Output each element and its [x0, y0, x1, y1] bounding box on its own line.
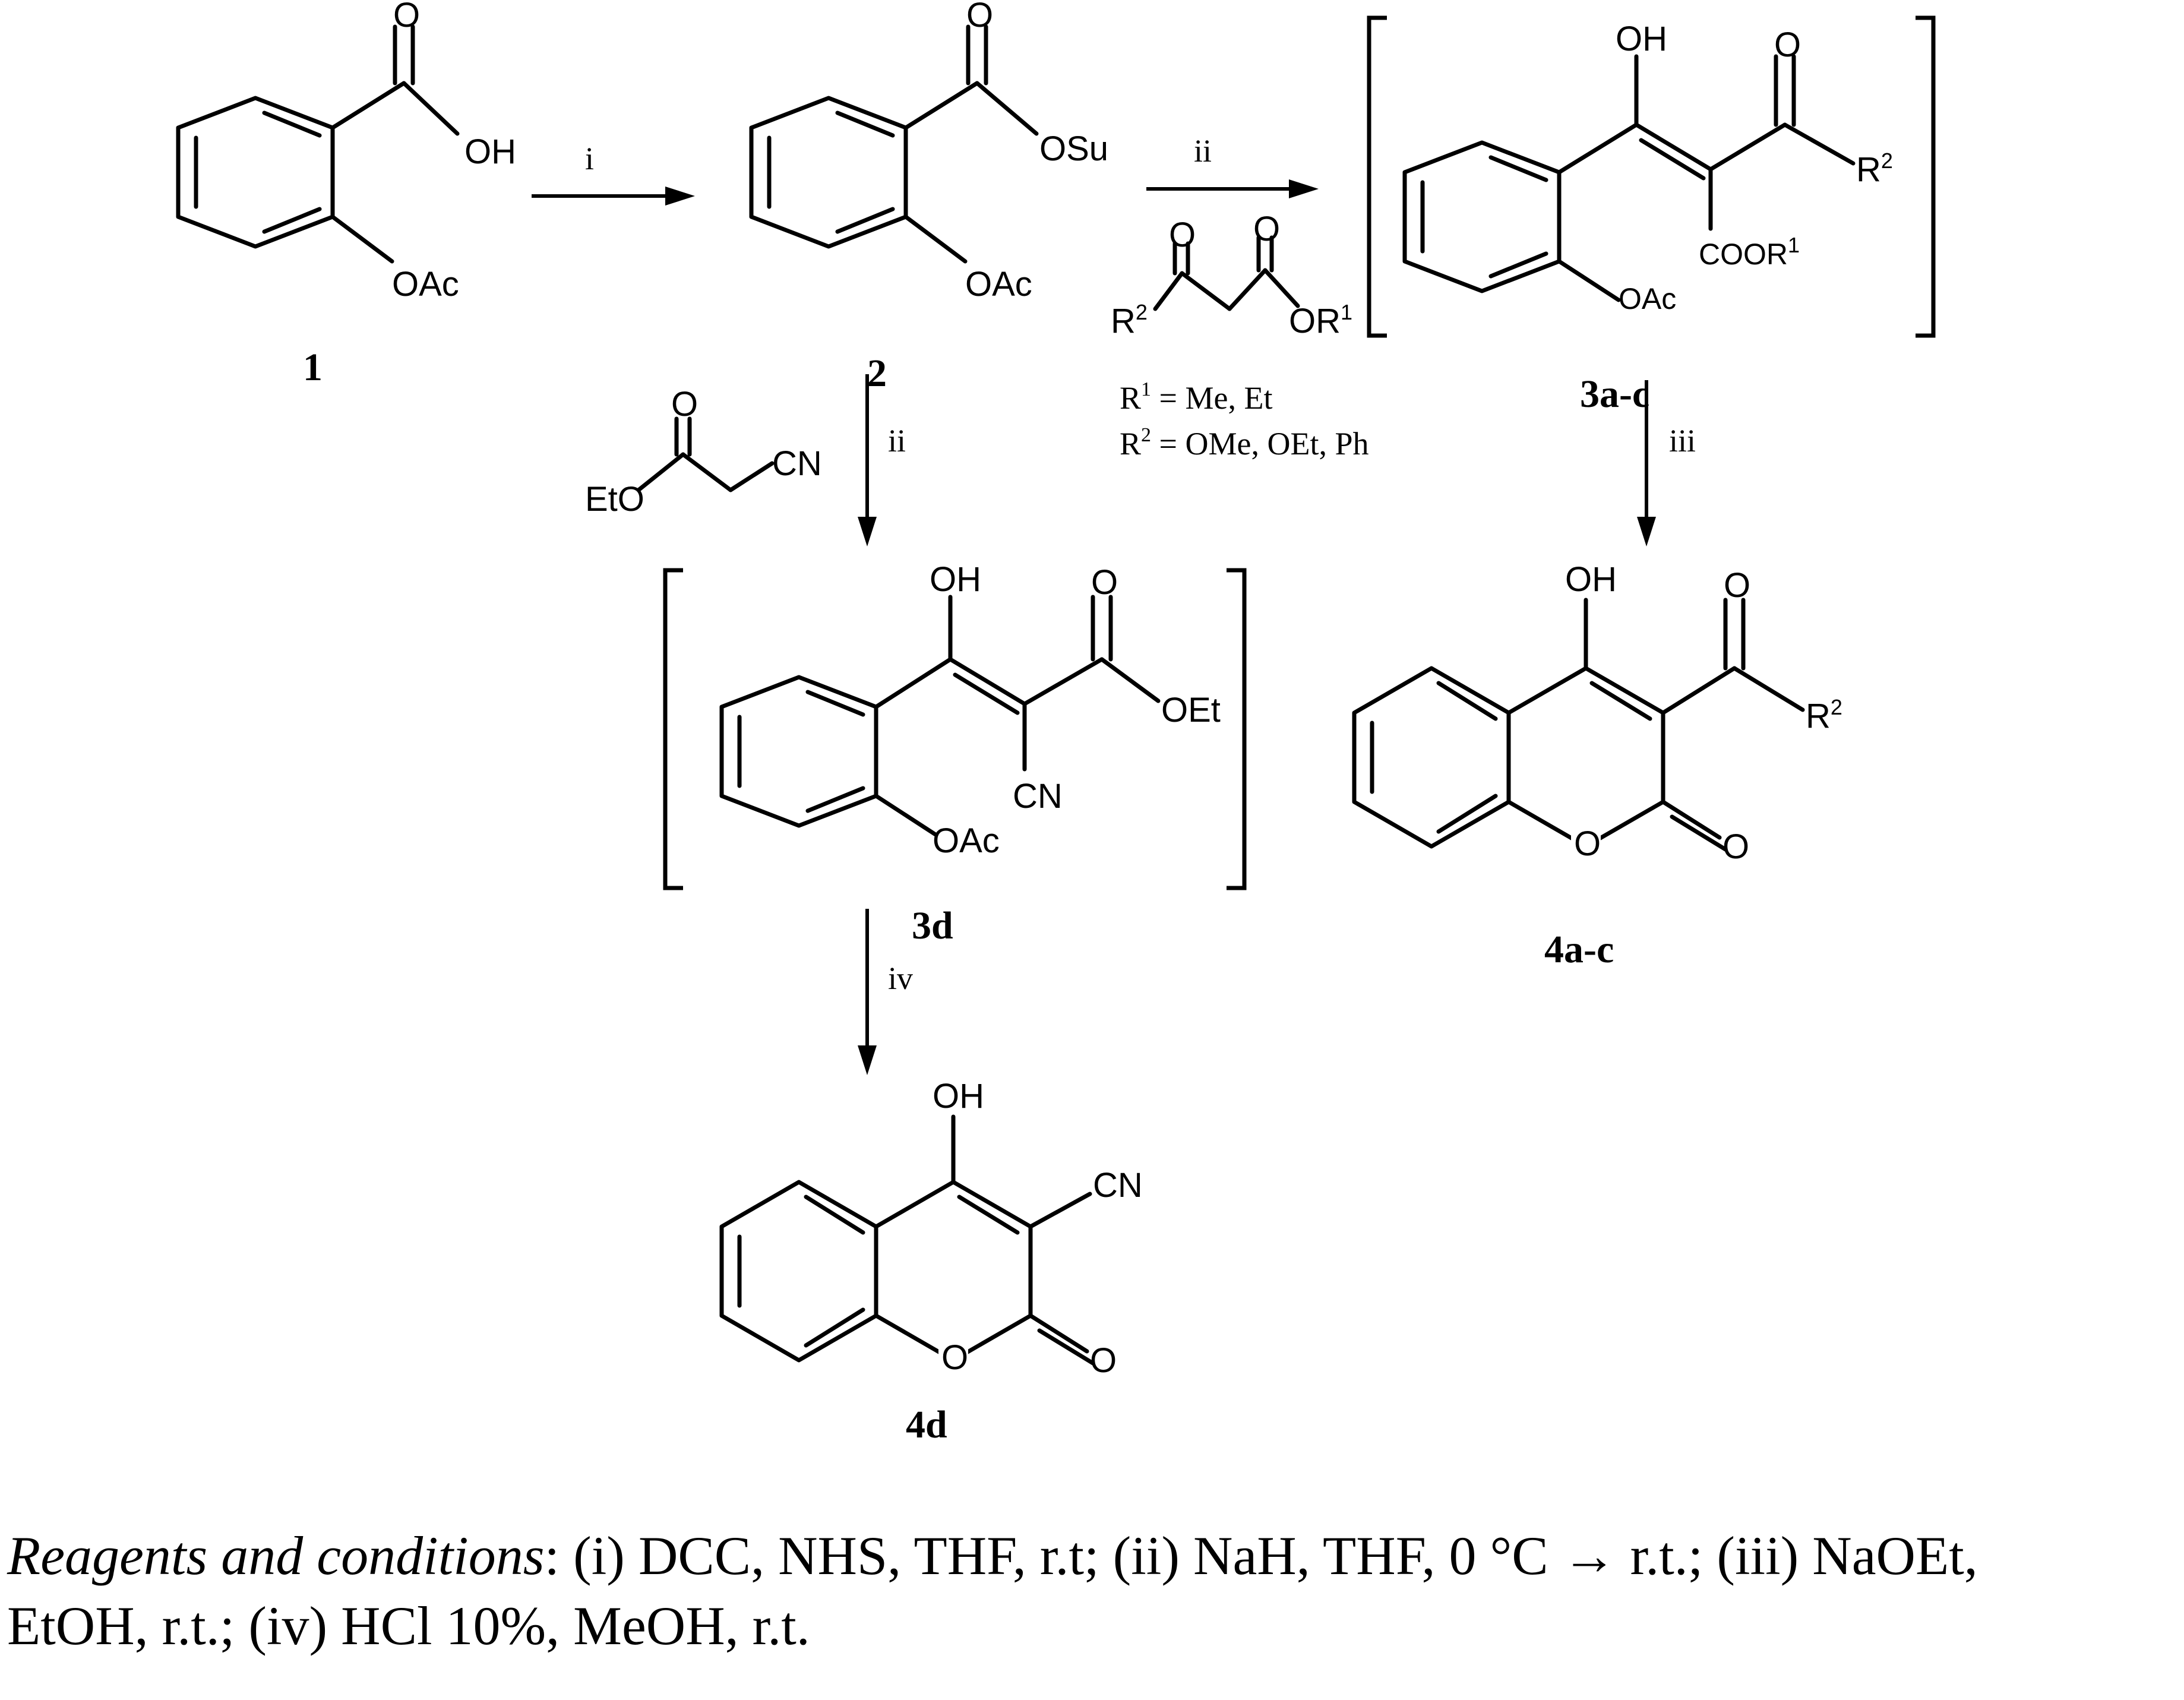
r2-definition: R2 = OMe, OEt, Ph [1120, 424, 1368, 462]
caption-lead: Reagents and conditions [7, 1525, 545, 1586]
ring-oxygen: O [941, 1338, 968, 1377]
compound-3a-c-label: 3a-c [1580, 372, 1649, 416]
r1-definition: R1 = Me, Et [1120, 378, 1272, 416]
compound-3a-c-structure: OH O R2 COOR1 OAc [1402, 20, 1893, 315]
beta-keto-ester-reagent: O O R2 OR1 [1111, 210, 1352, 340]
step-iv-label: iv [888, 960, 913, 996]
caption-line-1: Reagents and conditions: (i) DCC, NHS, T… [7, 1521, 2169, 1591]
keto-oxygen: O [1169, 216, 1196, 254]
reagents-and-conditions-caption: Reagents and conditions: (i) DCC, NHS, T… [7, 1521, 2169, 1661]
hydroxyl-group: OH [1565, 560, 1617, 599]
compound-4d-structure: O O OH CN [719, 1077, 1143, 1380]
nitrile-group: CN [1093, 1166, 1143, 1205]
r2-substituent: R2 [1856, 148, 1893, 189]
acetoxy-group: OAc [965, 265, 1032, 304]
step-ii-label: ii [1194, 133, 1212, 169]
enol-hydroxyl: OH [930, 560, 981, 599]
compound-3d-structure: OH O OEt CN OAc [719, 560, 1221, 860]
ketone-oxygen: O [1774, 26, 1801, 64]
right-bracket [1916, 15, 1936, 338]
carbonyl-oxygen: O [671, 385, 698, 424]
carbonyl-oxygen: O [393, 0, 420, 34]
compound-3d-label: 3d [912, 904, 953, 947]
step-i-label: i [585, 141, 594, 176]
caption-conditions-1: : (i) DCC, NHS, THF, r.t; (ii) NaH, THF,… [544, 1525, 1978, 1586]
r2-group: R2 [1111, 300, 1148, 340]
compound-2-label: 2 [867, 352, 887, 395]
acetoxy-group: OAc [1619, 282, 1676, 315]
caption-line-2: EtOH, r.t.; (iv) HCl 10%, MeOH, r.t. [7, 1595, 810, 1656]
acetoxy-group: OAc [392, 265, 459, 304]
reaction-scheme: O OH OAc 1 i O OSu OAc 2 ii O O R2 [176, 0, 1936, 1446]
carbonyl-oxygen: O [966, 0, 993, 34]
ethyl-cyanoacetate-reagent: O EtO CN [585, 385, 822, 519]
nitrile-group: CN [772, 444, 822, 483]
step-ii-down-label: ii [888, 423, 906, 459]
left-bracket [1367, 15, 1387, 338]
compound-4a-c-label: 4a-c [1544, 928, 1614, 971]
left-bracket [663, 568, 683, 890]
r2-substituent: R2 [1806, 695, 1842, 735]
ethoxy-group: OEt [1161, 691, 1221, 729]
acyl-carbonyl-oxygen: O [1724, 566, 1750, 605]
hydroxyl-group: OH [933, 1077, 984, 1116]
compound-4a-c-structure: O O OH O R2 [1352, 560, 1842, 866]
right-bracket [1227, 568, 1247, 890]
ring-oxygen: O [1574, 824, 1601, 863]
nitrile-group: CN [1013, 777, 1063, 816]
succinimidyl-ester-group: OSu [1039, 129, 1108, 168]
compound-2-structure: O OSu OAc [749, 0, 1108, 304]
lactone-carbonyl-oxygen: O [1722, 827, 1749, 866]
compound-1-label: 1 [303, 346, 323, 389]
step-iii-label: iii [1669, 423, 1696, 459]
ester-carbonyl-oxygen: O [1091, 563, 1118, 602]
enol-hydroxyl: OH [1616, 20, 1667, 58]
ethoxy-group: EtO [585, 480, 644, 519]
lactone-carbonyl-oxygen: O [1090, 1341, 1117, 1380]
compound-1-structure: O OH OAc [176, 0, 516, 304]
hydroxyl-group: OH [464, 132, 516, 171]
compound-4d-label: 4d [906, 1403, 947, 1446]
ester-oxygen: O [1253, 210, 1280, 248]
acetoxy-group: OAc [933, 821, 1000, 860]
or1-group: OR1 [1289, 300, 1352, 340]
ester-substituent: COOR1 [1699, 233, 1800, 271]
